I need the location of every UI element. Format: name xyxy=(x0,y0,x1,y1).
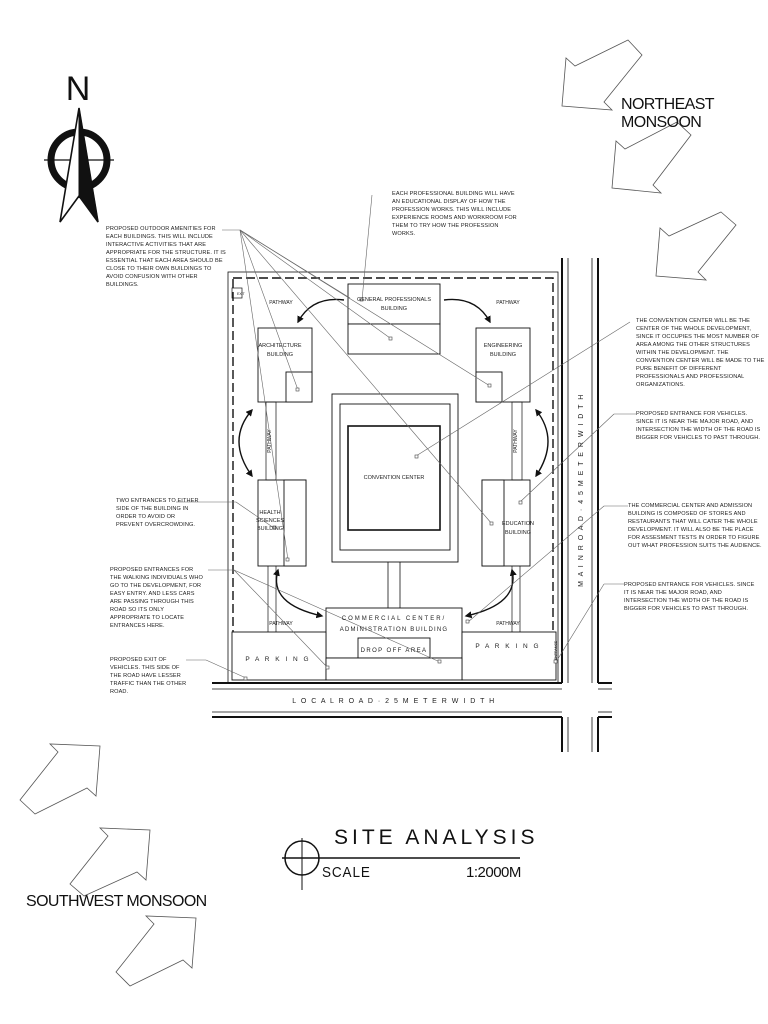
label-main-road: M A I N R O A D · 4 5 M E T E R W I D T … xyxy=(578,393,585,587)
label-education-2: BUILDING xyxy=(505,530,531,536)
education-building xyxy=(481,479,531,567)
note-amenities: PROPOSED OUTDOOR AMENITIES FOR EACH BUIL… xyxy=(106,226,226,288)
label-engineering-2: BUILDING xyxy=(490,352,516,358)
southwest-monsoon-label: SOUTHWEST MONSOON xyxy=(26,893,207,910)
label-local-road: L O C A L R O A D · 2 5 M E T E R W I D … xyxy=(292,698,496,705)
note-vehicle-entrance-2: PROPOSED ENTRANCE FOR VEHICLES. SINCE IT… xyxy=(624,582,755,612)
northeast-wind-arrows xyxy=(561,39,737,281)
label-pathway-nw: PATHWAY xyxy=(269,300,293,306)
label-pathway-ne: PATHWAY xyxy=(496,300,520,306)
note-professional: EACH PROFESSIONAL BUILDING WILL HAVE AN … xyxy=(392,191,517,237)
northeast-monsoon-label: NORTHEAST MONSOON xyxy=(621,96,714,131)
label-entrance-tag: ENTRANCE xyxy=(554,640,558,660)
label-pathway-west: PATHWAY xyxy=(267,429,273,453)
label-architecture-1: ARCHITECTURE xyxy=(258,343,301,349)
convention-center-building xyxy=(331,393,459,608)
label-commercial-1: COMMERCIAL CENTER/ xyxy=(342,616,446,622)
label-health-1: HEALTH xyxy=(259,510,280,516)
compass-north-label: N xyxy=(66,70,91,108)
label-education-1: EDUCATION xyxy=(502,521,534,527)
note-vehicle-entrance-1: PROPOSED ENTRANCE FOR VEHICLES. SINCE IT… xyxy=(636,411,761,441)
label-exit-tag: EXIT xyxy=(237,292,246,296)
label-drop-off: DROP OFF AREA xyxy=(361,648,428,654)
title-block xyxy=(282,838,520,890)
architecture-building xyxy=(257,327,313,403)
leader-lines xyxy=(176,194,636,679)
label-parking-right: P A R K I N G xyxy=(475,643,540,650)
health-sciences-building xyxy=(257,479,307,567)
label-architecture-2: BUILDING xyxy=(267,352,293,358)
compass-rose xyxy=(44,107,114,223)
circulation-arrows xyxy=(238,298,549,619)
southwest-wind-arrows xyxy=(19,743,197,987)
label-pathway-sw: PATHWAY xyxy=(269,621,293,627)
title-site-analysis: SITE ANALYSIS xyxy=(334,826,539,849)
general-professionals-building xyxy=(347,283,441,355)
label-pathway-se: PATHWAY xyxy=(496,621,520,627)
label-parking-left: P A R K I N G xyxy=(245,656,310,663)
note-two-entrances: TWO ENTRANCES TO EITHER SIDE OF THE BUIL… xyxy=(116,498,199,528)
label-pathway-east: PATHWAY xyxy=(513,429,519,453)
scale-label: SCALE xyxy=(322,864,371,881)
label-health-2: SCIENCES xyxy=(256,518,284,524)
engineering-building xyxy=(475,327,531,403)
note-walking: PROPOSED ENTRANCES FOR THE WALKING INDIV… xyxy=(110,567,203,629)
parking-areas xyxy=(231,631,557,681)
note-commercial: THE COMMERCIAL CENTER AND ADMISSION BUIL… xyxy=(628,503,762,549)
main-road xyxy=(561,258,612,752)
note-exit: PROPOSED EXIT OF VEHICLES. THIS SIDE OF … xyxy=(110,657,187,695)
label-health-3: BUILDING xyxy=(257,526,283,532)
label-general-professionals-1: GENERAL PROFESSIONALS xyxy=(357,297,431,303)
label-general-professionals-2: BUILDING xyxy=(381,306,407,312)
label-commercial-2: ADMINISTRATION BUILDING xyxy=(340,627,449,633)
scale-value: 1:2000M xyxy=(466,864,521,881)
label-engineering-1: ENGINEERING xyxy=(484,343,523,349)
label-convention-center: CONVENTION CENTER xyxy=(364,475,425,481)
leader-targets xyxy=(243,297,558,681)
note-convention: THE CONVENTION CENTER WILL BE THE CENTER… xyxy=(636,318,765,388)
